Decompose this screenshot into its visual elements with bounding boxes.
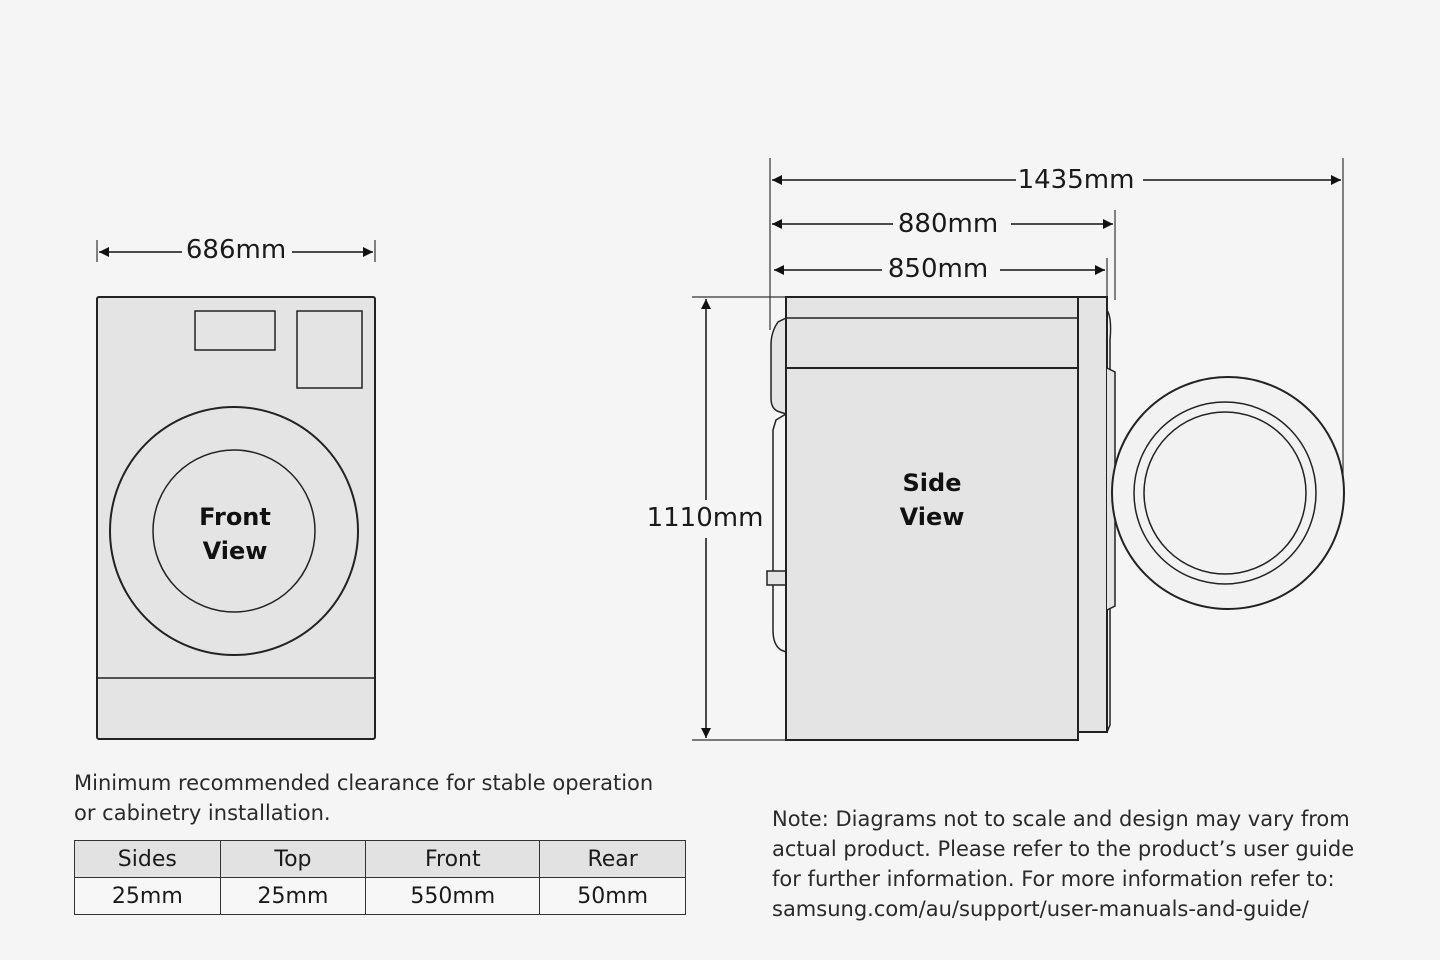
clearance-value-sides: 25mm (74, 877, 221, 915)
clearance-caption-line1: Minimum recommended clearance for stable… (74, 771, 654, 795)
clearance-value-rear: 50mm (539, 877, 686, 915)
clearance-header-top: Top (219, 840, 367, 878)
height-label: 1110mm (647, 503, 764, 533)
side-rear-bulge (1106, 309, 1112, 733)
front-view-label-1: Front (199, 503, 271, 531)
clearance-caption-line2: or cabinetry installation. (74, 801, 331, 825)
depth-with-door-label: 880mm (898, 209, 998, 239)
note-line3: for further information. For more inform… (772, 867, 1335, 891)
clearance-header-front: Front (365, 840, 541, 878)
clearance-value-row: 25mm 25mm 550mm 50mm (74, 877, 686, 915)
front-door-inner (152, 449, 316, 613)
side-front-panel (770, 316, 787, 416)
front-view-label-2: View (203, 537, 268, 565)
side-door-latch (766, 570, 787, 586)
clearance-caption: Minimum recommended clearance for stable… (74, 768, 674, 828)
clearance-value-top: 25mm (219, 877, 367, 915)
front-width-label: 686mm (186, 235, 286, 265)
clearance-header-sides: Sides (74, 840, 221, 878)
clearance-header-row: Sides Top Front Rear (74, 840, 686, 878)
note-url: samsung.com/au/support/user-manuals-and-… (772, 897, 1309, 921)
front-display-panel (194, 310, 276, 351)
side-door-profile (772, 413, 787, 653)
clearance-header-rear: Rear (539, 840, 686, 878)
note-line2: actual product. Please refer to the prod… (772, 837, 1355, 861)
side-body (785, 296, 1079, 741)
disclaimer-note: Note: Diagrams not to scale and design m… (772, 804, 1392, 924)
side-view-label-1: Side (903, 469, 962, 497)
side-view-label-2: View (900, 503, 965, 531)
side-view-drawing: 1435mm 880mm 850mm 1110mm Side View (647, 158, 1345, 741)
depth-total-label: 1435mm (1018, 165, 1135, 195)
note-line1: Note: Diagrams not to scale and design m… (772, 807, 1350, 831)
front-dispenser-drawer (296, 310, 363, 389)
depth-body-label: 850mm (888, 254, 988, 284)
open-door-glass (1143, 411, 1307, 575)
clearance-table: Sides Top Front Rear 25mm 25mm 550mm 50m… (74, 840, 686, 915)
clearance-value-front: 550mm (365, 877, 541, 915)
side-back-panel (1077, 296, 1108, 733)
front-view-drawing: 686mm Front View (96, 235, 376, 740)
